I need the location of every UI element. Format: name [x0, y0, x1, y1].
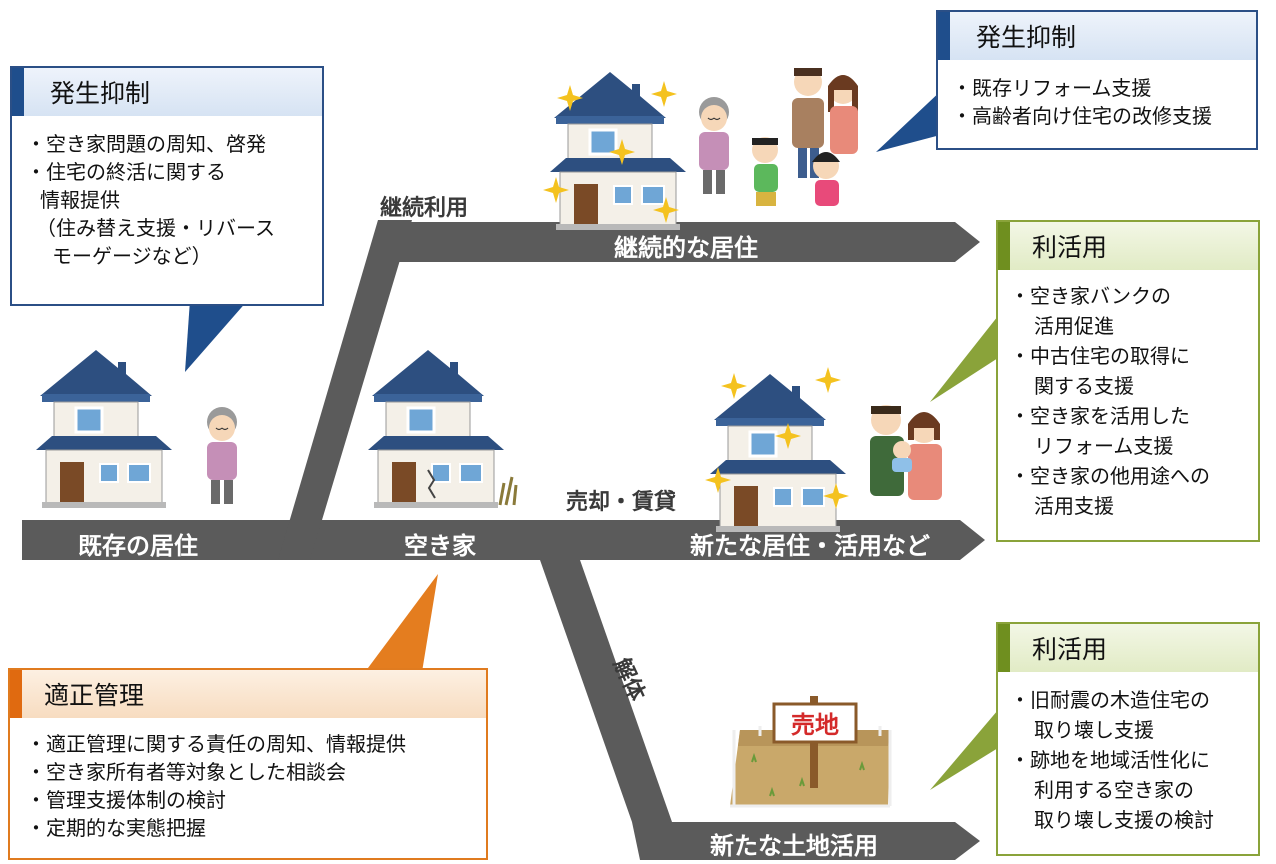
- list-item: ・旧耐震の木造住宅の: [1010, 688, 1210, 712]
- list-item: ・管理支援体制の検討: [26, 788, 226, 812]
- list-item: ・高齢者向け住宅の改修支援: [952, 104, 1212, 128]
- callout-pointer-orange: [365, 574, 438, 672]
- bar-label-new-use: 新たな居住・活用など: [690, 532, 930, 560]
- utilization-box-bottom-title: 利活用: [998, 624, 1258, 672]
- list-item-continuation: 関する支援: [1034, 374, 1134, 398]
- list-item-continuation: 取り壊し支援の検討: [1034, 808, 1214, 832]
- list-item-continuation: リフォーム支援: [1034, 434, 1174, 458]
- sparkle-icon: [815, 367, 841, 393]
- bar-label-continued: 継続的な居住: [614, 234, 758, 262]
- list-item-continuation: 利用する空き家の: [1034, 778, 1194, 802]
- management-box: 適正管理 ・適正管理に関する責任の周知、情報提供 ・空き家所有者等対象とした相談…: [8, 668, 488, 860]
- list-item-continuation: 取り壊し支援: [1034, 718, 1154, 742]
- utilization-box-middle-title: 利活用: [998, 222, 1258, 270]
- utilization-box-bottom: 利活用 ・旧耐震の木造住宅の 取り壊し支援 ・跡地を地域活性化に 利用する空き家…: [996, 622, 1260, 856]
- callout-pointer-green-bottom: [930, 710, 998, 790]
- list-item: ・空き家を活用した: [1010, 404, 1190, 428]
- callout-pointer-green-mid: [930, 316, 998, 402]
- list-item: ・中古住宅の取得に: [1010, 344, 1190, 368]
- vacant-house-icon: [366, 348, 506, 510]
- path-label-continued-use: 継続利用: [380, 196, 469, 221]
- bar-land: [632, 822, 980, 860]
- elderly-person-icon: [206, 406, 238, 505]
- prevention-box-left-title: 発生抑制: [12, 68, 322, 116]
- young-family-icon: [870, 405, 942, 500]
- list-item: ・空き家所有者等対象とした相談会: [26, 760, 346, 784]
- list-item-continuation: （住み替え支援・リバース: [36, 216, 275, 240]
- list-item: ・既存リフォーム支援: [952, 76, 1152, 100]
- prevention-box-left: 発生抑制 ・空き家問題の周知、啓発 ・住宅の終活に関する 情報提供 （住み替え支…: [10, 66, 324, 306]
- management-box-title: 適正管理: [10, 670, 486, 718]
- bar-diagonal-up: [278, 220, 412, 560]
- list-item: ・跡地を地域活性化に: [1010, 748, 1210, 772]
- land-for-sale-icon: [730, 696, 892, 808]
- sign-text: 売地: [791, 711, 839, 739]
- grandmother-icon: [698, 96, 730, 195]
- list-item-continuation: モーゲージなど）: [52, 244, 212, 268]
- sparkle-icon: [651, 81, 677, 107]
- list-item: ・空き家の他用途への: [1010, 464, 1210, 488]
- bar-diagonal-down: [540, 560, 672, 822]
- house-existing-icon: [34, 348, 174, 510]
- prevention-box-right: 発生抑制 ・既存リフォーム支援 ・高齢者向け住宅の改修支援: [936, 10, 1258, 150]
- bar-continued: [366, 222, 980, 262]
- list-item-continuation: 活用支援: [1034, 494, 1114, 518]
- callout-pointer-blue-right: [876, 88, 944, 152]
- sparkle-icon: [721, 373, 747, 399]
- utilization-box-middle: 利活用 ・空き家バンクの 活用促進 ・中古住宅の取得に 関する支援 ・空き家を活…: [996, 220, 1260, 542]
- bar-label-vacant: 空き家: [404, 532, 476, 560]
- list-item: ・空き家問題の周知、啓発: [26, 132, 266, 156]
- house-new-use-icon: [708, 372, 848, 534]
- bar-label-existing: 既存の居住: [78, 532, 198, 560]
- list-item: ・定期的な実態把握: [26, 816, 206, 840]
- crack-icon: [427, 469, 436, 499]
- list-item: ・住宅の終活に関する: [26, 160, 226, 184]
- prevention-box-right-title: 発生抑制: [938, 12, 1256, 60]
- list-item: ・空き家バンクの: [1010, 284, 1171, 308]
- path-label-sale-rent: 売却・賃貸: [566, 490, 677, 515]
- bar-label-land: 新たな土地活用: [710, 832, 878, 860]
- family-icon: [752, 68, 858, 206]
- list-item-continuation: 活用促進: [1034, 314, 1114, 338]
- list-item-continuation: 情報提供: [40, 188, 120, 212]
- weeds-icon: [498, 476, 518, 506]
- list-item: ・適正管理に関する責任の周知、情報提供: [26, 732, 406, 756]
- bar-existing: [22, 520, 252, 560]
- callout-pointer-blue-left: [185, 300, 248, 372]
